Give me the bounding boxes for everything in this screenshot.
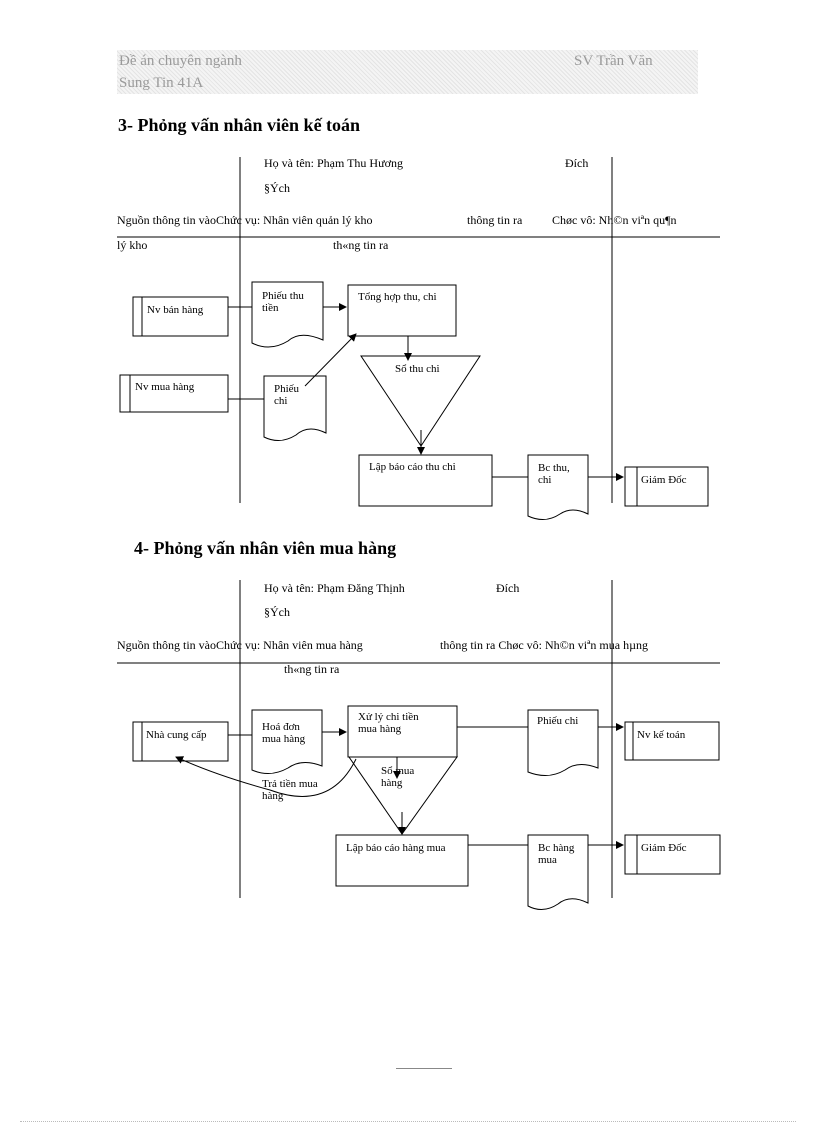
- s4-garbled-out: th«ng tin ra: [284, 662, 340, 676]
- s4-source-role: Nguồn thông tin vàoChức vụ: Nhân viên mu…: [117, 638, 363, 652]
- s3-label-tong-hop: Tổng hợp thu, chi: [358, 291, 437, 303]
- s4-label-lap-bao-cao: Lập báo cáo hàng mua: [346, 842, 446, 854]
- s3-garbled-role: Chøc vô: Nh©n viªn qu¶n: [552, 213, 677, 227]
- s3-garbled-out: th«ng tin ra: [333, 238, 389, 252]
- s3-out-info: thông tin ra: [467, 213, 523, 227]
- s4-label-so-mua-hang: Sổ mua hàng: [381, 765, 415, 789]
- page-header: Đề án chuyên ngành SV Trần Văn Sung Tin …: [117, 50, 698, 94]
- page-bottom-edge: [20, 1121, 796, 1122]
- s3-name-line: Họ và tên: Phạm Thu Hương: [264, 156, 403, 170]
- s4-box-nv-ke-toan: [624, 721, 720, 761]
- s3-triangle-so-thu-chi: [360, 355, 481, 447]
- s4-label-bc-hang-mua: Bc hàng mua: [538, 842, 575, 866]
- header-class: Sung Tin 41A: [119, 75, 204, 91]
- s4-label-xu-ly: Xử lý chi tiền mua hàng: [358, 711, 419, 735]
- s3-label-nv-ban-hang: Nv bán hàng: [147, 304, 204, 316]
- s4-doc-phieu-chi: [527, 709, 599, 776]
- s4-curve-tra-tien: [175, 756, 357, 797]
- s4-label-nv-ke-toan: Nv kế toán: [637, 729, 686, 741]
- footer-rule: [396, 1068, 452, 1069]
- s4-label-phieu-chi: Phiếu chi: [537, 715, 579, 727]
- s3-doc-phieu-thu-tien: [251, 281, 324, 348]
- s4-dich: Đích: [496, 581, 520, 595]
- s4-label-hoa-don: Hoá đơn mua hàng: [262, 721, 306, 745]
- s4-triangle-so-mua-hang: [348, 756, 458, 835]
- s3-box-nv-ban-hang: [132, 296, 229, 337]
- s4-dich-garbled: §Ých: [264, 605, 290, 619]
- section4-heading: 4- Phỏng vấn nhân viên mua hàng: [134, 538, 397, 558]
- s3-label-phieu-thu-tien: Phiếu thu tiền: [262, 290, 304, 314]
- header-project-title: Đề án chuyên ngành: [119, 53, 242, 69]
- s3-label-phieu-chi: Phiếu chi: [274, 383, 300, 407]
- s3-label-nv-mua-hang: Nv mua hàng: [135, 381, 195, 393]
- s3-label-bc-thu-chi: Bc thu, chi: [538, 462, 570, 486]
- s3-ly-kho: lý kho: [117, 238, 148, 252]
- s4-box-giam-doc: [624, 834, 721, 875]
- s3-box-lap-bao-cao: [358, 454, 493, 507]
- s3-label-lap-bao-cao: Lập báo cáo thu chi: [369, 461, 456, 473]
- s4-doc-bc-hang-mua: [527, 834, 589, 910]
- header-author: SV Trần Văn: [574, 53, 653, 69]
- s4-doc-hoa-don: [251, 709, 323, 774]
- s3-doc-phieu-chi: [263, 375, 327, 441]
- s4-label-tra-tien: Trả tiền mua hàng: [262, 778, 318, 802]
- s4-box-lap-bao-cao: [335, 834, 469, 887]
- s3-label-so-thu-chi: Sổ thu chi: [395, 363, 440, 375]
- s4-label-nha-cung-cap: Nhà cung cấp: [146, 729, 207, 741]
- s3-box-nv-mua-hang: [119, 374, 229, 413]
- s3-dich-garbled: §Ých: [264, 181, 290, 195]
- section3-heading: 3- Phỏng vấn nhân viên kế toán: [118, 115, 361, 135]
- s3-dich: Đích: [565, 156, 589, 170]
- s4-out-info-garbled: thông tin ra Chøc vô: Nh©n viªn mua hµng: [440, 638, 648, 652]
- s3-label-giam-doc: Giám Đốc: [641, 474, 687, 486]
- s3-box-tong-hop: [347, 284, 457, 337]
- s3-doc-bc-thu-chi: [527, 454, 589, 520]
- s3-source-role: Nguồn thông tin vàoChức vụ: Nhân viên qu…: [117, 213, 373, 227]
- s4-name-line: Họ và tên: Phạm Đăng Thịnh: [264, 581, 405, 595]
- s4-label-giam-doc: Giám Đốc: [641, 842, 687, 854]
- s3-box-giam-doc: [624, 466, 709, 507]
